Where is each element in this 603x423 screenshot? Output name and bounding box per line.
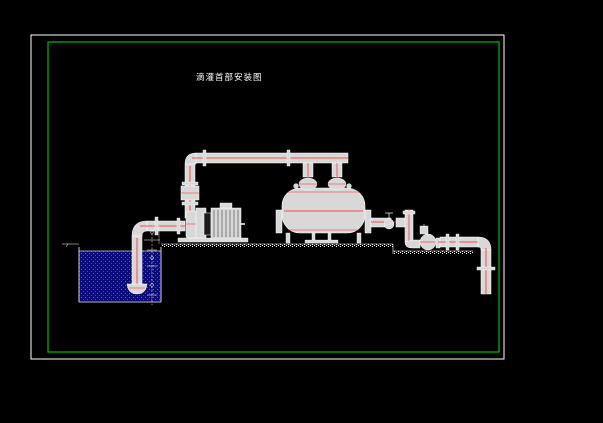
motor-junction-box (219, 202, 233, 209)
sand-filter-tank (275, 187, 372, 244)
downstream-main (438, 233, 496, 295)
water-body (79, 251, 161, 301)
foot-valve (126, 283, 148, 295)
filter-inlet-left (293, 162, 318, 191)
outer-border (30, 34, 505, 360)
inner-border (47, 41, 500, 353)
water-tank (62, 243, 162, 303)
centrifugal-pump (185, 202, 245, 240)
ground-line (161, 243, 473, 254)
suction-flange (154, 216, 159, 236)
discharge-riser (180, 152, 200, 219)
gate-valve (383, 218, 395, 230)
header-pipe (192, 149, 349, 167)
level-gauge (144, 226, 160, 305)
drawing-title: 滴灌首部安装图 (196, 72, 263, 83)
filter-inlet-right (327, 162, 352, 191)
screen-filter (419, 224, 441, 251)
outlet-pipe (370, 209, 421, 249)
